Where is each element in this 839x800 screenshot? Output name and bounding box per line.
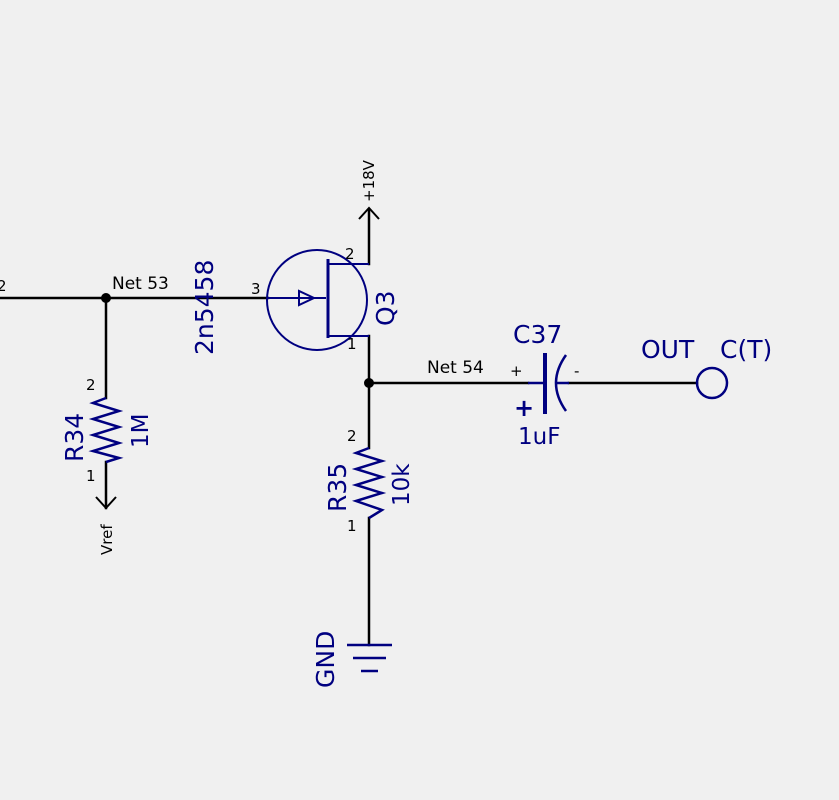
r34-pin-bottom: 1	[86, 467, 96, 485]
r35-pin-bottom: 1	[347, 517, 357, 535]
r35-value: 10k	[389, 463, 415, 506]
q3-source-pin-number: 1	[347, 335, 357, 353]
q3-body-circle	[266, 249, 368, 351]
r34-refdes: R34	[60, 413, 89, 462]
r34-value: 1M	[128, 414, 154, 448]
vref-arrow-icon	[95, 496, 117, 510]
output-label: C(T)	[720, 335, 772, 364]
r35-refdes: R35	[323, 463, 352, 512]
net53-junction-dot	[101, 293, 111, 303]
ground-label: GND	[311, 631, 340, 688]
q3-refdes: Q3	[371, 290, 400, 326]
supply-label: +18V	[360, 159, 378, 202]
ground-symbol-icon	[347, 643, 392, 673]
q3-value: 2n5458	[190, 260, 219, 355]
q3-gate-pin-number: 3	[251, 280, 261, 298]
net53-label: Net 53	[112, 274, 169, 294]
vref-label: Vref	[98, 524, 116, 555]
q3-jfet[interactable]	[266, 249, 369, 351]
c37-value: 1uF	[518, 424, 560, 450]
r34-resistor-zigzag[interactable]	[88, 396, 124, 464]
q3-gate-arrow-icon	[298, 289, 317, 307]
wires	[0, 208, 699, 647]
c37-minus-label: -	[574, 362, 579, 380]
net54-junction-dot	[364, 378, 374, 388]
net54-label: Net 54	[427, 358, 484, 378]
output-terminal-circle[interactable]	[695, 366, 729, 400]
c37-capacitor[interactable]	[528, 353, 569, 414]
c37-plus-label: +	[510, 362, 523, 380]
c37-polarity-mark: +	[514, 394, 534, 422]
c37-refdes: C37	[513, 320, 562, 349]
supply-arrow-icon	[358, 206, 380, 220]
q3-drain-pin-number: 2	[345, 245, 355, 263]
r35-resistor-zigzag[interactable]	[351, 446, 387, 520]
r35-pin-top: 2	[347, 427, 357, 445]
r34-pin-top: 2	[86, 376, 96, 394]
output-name: OUT	[641, 335, 695, 364]
left-net-pin-number: 2	[0, 277, 7, 295]
